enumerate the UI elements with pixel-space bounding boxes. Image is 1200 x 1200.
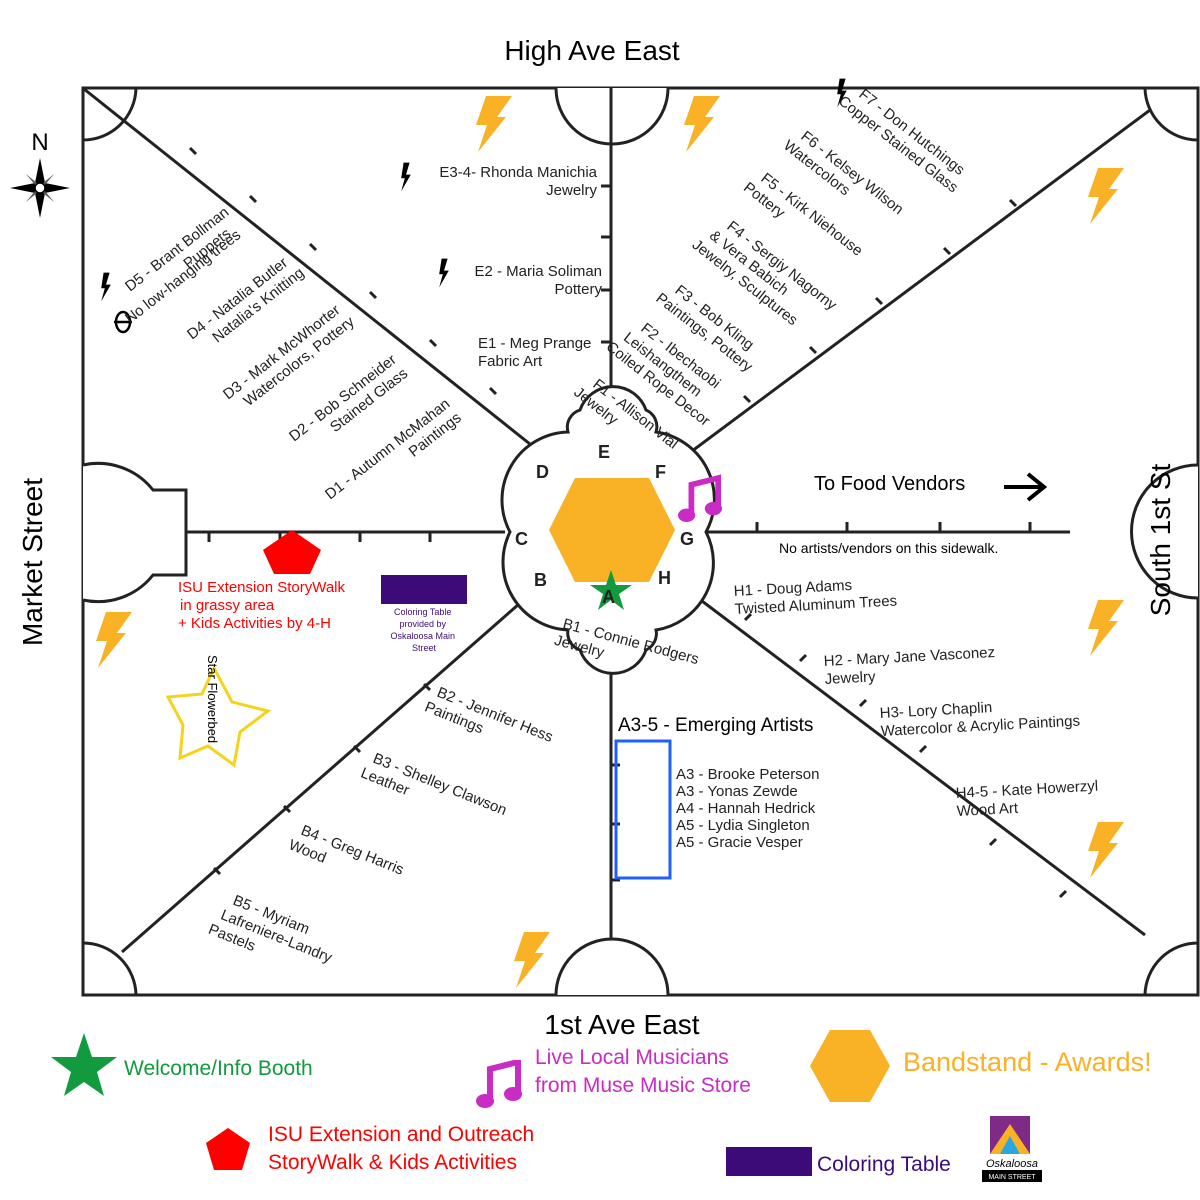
legend-music-line2: from Muse Music Store [535,1074,751,1097]
sidewalks [83,87,1151,954]
legend-welcome: Welcome/Info Booth [124,1057,313,1080]
vendor-b5: B5 - MyriamLafreniere-LandryPastels [206,887,342,983]
plaza-nw [82,87,138,142]
power-bolt-icon [476,96,512,152]
sidewalk-d [83,87,546,458]
vendor-h1: H1 - Doug AdamsTwisted Aluminum Trees [733,575,897,618]
legend-bandstand: Bandstand - Awards! [903,1047,1152,1077]
sidewalk-h [689,590,1146,937]
vendor-h3: H3- Lory ChaplinWatercolor & Acrylic Pai… [879,695,1080,740]
coloring-table-rect[interactable] [381,575,467,604]
letter-h: H [658,568,671,588]
vendor-h45: H4-5 - Kate HowerzylWood Art [955,778,1099,820]
compass: N [10,129,70,218]
electric-icon [439,258,449,288]
food-vendors-label: To Food Vendors [814,473,965,495]
power-bolt-icon [684,96,720,152]
booth-ticks [188,146,1068,899]
no-trees-icon [114,310,132,334]
electric-icon [401,162,411,192]
street-west: Market Street [17,478,48,646]
emerging-booth-box[interactable] [614,739,672,880]
coloring-table-note: Coloring Table provided by Oskaloosa Mai… [390,607,457,653]
vendor-d5: D5 - Brant BollmanPuppets [122,204,243,310]
street-east: South 1st St [1145,464,1176,617]
emerging-title: A3-5 - Emerging Artists [618,715,813,736]
sidewalk-f [679,108,1151,462]
vendor-h2: H2 - Mary Jane VasconezJewelry [823,644,996,688]
emerging-artists-list: A3 - Brooke Peterson A3 - Yonas Zewde A4… [676,766,824,851]
sidewalk-plazas [82,87,1199,996]
welcome-star-icon[interactable] [590,570,632,610]
letter-a: A [602,587,615,607]
letter-e: E [598,442,610,462]
power-bolt-icon [1088,600,1124,656]
plaza-e [1130,463,1199,600]
legend-coloring-rect [726,1147,812,1176]
plaza-sw [82,941,138,996]
legend-isu-line1: ISU Extension and Outreach [268,1123,535,1146]
letter-g: G [680,529,694,549]
legend-hexagon-icon [810,1030,890,1102]
letter-f: F [655,462,666,482]
right-arrow-icon[interactable] [1004,472,1048,502]
electric-icon [101,272,111,302]
legend-isu-line2: StoryWalk & Kids Activities [268,1151,517,1174]
legend-music-note-icon [476,1062,522,1108]
star-flowerbed-icon [165,664,272,768]
legend-coloring: Coloring Table [817,1153,951,1176]
bandstand-hexagon[interactable] [549,478,675,582]
north-label: N [31,129,48,156]
legend-music-line1: Live Local Musicians [535,1046,729,1069]
power-bolt-icon [1088,168,1124,224]
plaza-ne [1143,87,1199,142]
legend-star-icon [51,1033,117,1096]
legend-pentagon-icon [206,1128,250,1170]
letter-c: C [515,529,528,549]
plaza-s [554,937,670,996]
street-south: 1st Ave East [544,1009,699,1040]
vendor-b3: B3 - Shelley ClawsonLeather [358,748,509,836]
plaza-se [1143,941,1199,996]
vendor-b2: B2 - Jennifer HessPaintings [422,682,555,763]
letter-b: B [534,570,547,590]
svg-text:Oskaloosa: Oskaloosa [986,1158,1038,1170]
compass-rose-icon [10,158,70,218]
power-bolt-icon [96,612,132,668]
storywalk-pentagon-icon[interactable] [263,530,321,574]
letter-d: D [536,462,549,482]
street-north: High Ave East [504,35,680,66]
plaza-w [82,461,188,604]
power-bolt-icon [1088,822,1124,878]
vendor-b4: B4 - Greg HarrisWood [286,820,406,896]
sidewalk-b [121,588,536,954]
oskaloosa-logo: Oskaloosa MAIN STREET [982,1116,1042,1182]
sidewalk-note: No artists/vendors on this sidewalk. [779,540,998,556]
storywalk-label: ISU Extension StoryWalk in grassy area +… [178,579,349,632]
star-flowerbed-label: Star Flowerbed [205,655,220,743]
svg-text:MAIN STREET: MAIN STREET [988,1174,1036,1181]
plaza-letters: E F G H A B C D [515,442,694,607]
power-bolt-icon [514,932,550,988]
